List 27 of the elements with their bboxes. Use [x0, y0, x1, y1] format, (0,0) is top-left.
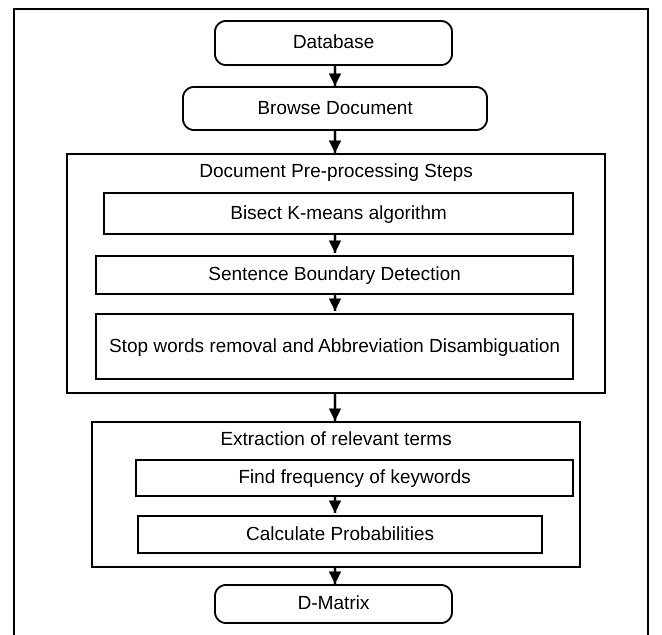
arrow [328, 131, 342, 153]
terminal-box [214, 584, 453, 624]
step-label: Stop words removal and Abbreviation Disambiguation [108, 334, 561, 358]
group-box [66, 153, 606, 394]
step-label: Calculate Probabilities [245, 522, 435, 546]
arrow [328, 293, 342, 311]
step-label: Browse Document [256, 96, 414, 120]
process-box [137, 515, 543, 554]
arrow [328, 394, 342, 421]
group-box [91, 421, 581, 568]
process-box [95, 313, 574, 380]
process-box [103, 192, 574, 235]
group-heading: Document Pre-processing Steps [198, 160, 474, 184]
terminal-box [214, 20, 453, 66]
step-label: Sentence Boundary Detection [207, 263, 462, 287]
step-label: Database [292, 31, 376, 55]
step-label: D-Matrix [296, 592, 370, 616]
step-label: Bisect K-means algorithm [229, 202, 448, 226]
terminal-box [182, 86, 488, 131]
arrow [328, 568, 342, 584]
step-label: Find frequency of keywords [237, 466, 472, 490]
arrow [328, 233, 342, 253]
group-heading: Extraction of relevant terms [219, 428, 453, 452]
process-box [95, 255, 574, 295]
process-box [135, 459, 574, 497]
arrow [328, 495, 342, 513]
arrow [328, 66, 342, 86]
